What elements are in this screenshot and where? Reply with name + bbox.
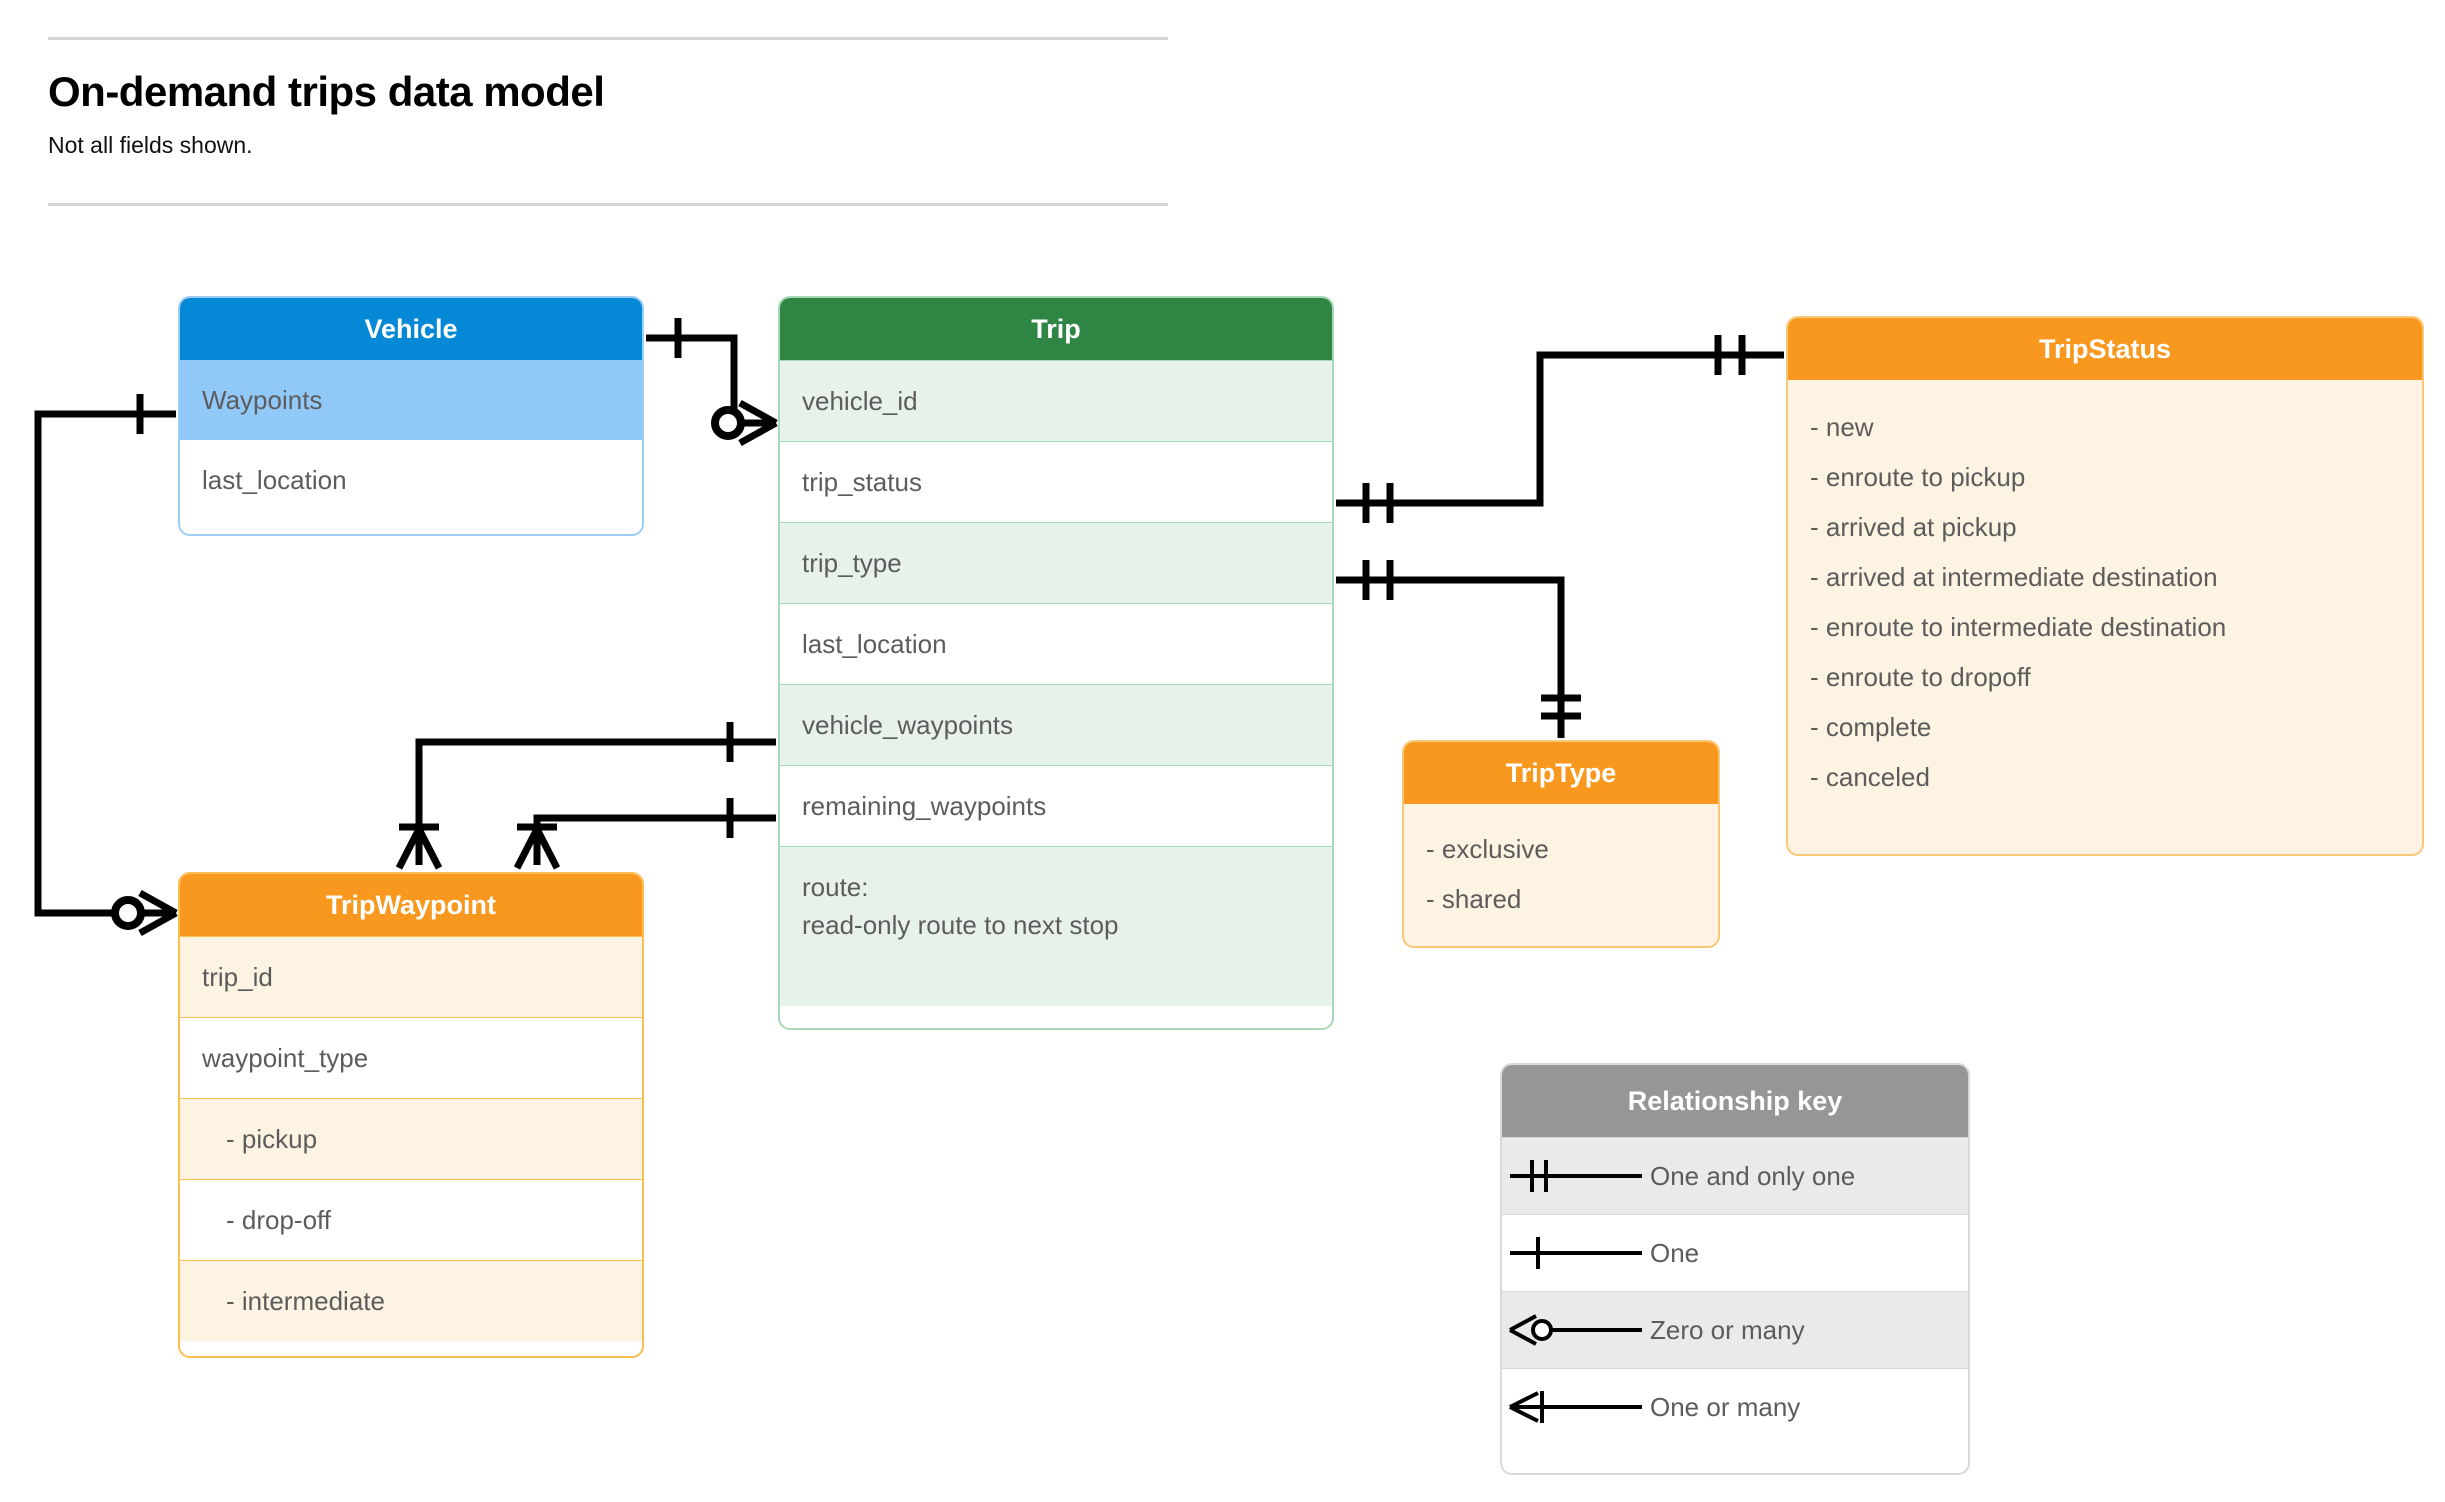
- wire-triptype: [1336, 576, 1565, 738]
- entity-tripwaypoint-row[interactable]: trip_id: [180, 936, 642, 1017]
- entity-tripwaypoint[interactable]: TripWaypoint trip_id waypoint_type - pic…: [178, 872, 644, 1358]
- entity-trip-body: vehicle_id trip_status trip_type last_lo…: [780, 360, 1332, 1006]
- entity-tripwaypoint-row[interactable]: waypoint_type: [180, 1017, 642, 1098]
- entity-tripwaypoint-title: TripWaypoint: [180, 874, 642, 936]
- entity-vehicle-row[interactable]: last_location: [180, 440, 642, 520]
- legend-title: Relationship key: [1502, 1065, 1968, 1137]
- entity-vehicle-body: Waypoints last_location: [180, 360, 642, 520]
- triptype-value: - exclusive: [1426, 833, 1549, 864]
- entity-triptype-title: TripType: [1404, 742, 1718, 804]
- tripstatus-value: - new: [1810, 412, 1874, 442]
- header-divider-bottom: [48, 203, 1168, 206]
- entity-trip-title: Trip: [780, 298, 1332, 360]
- entity-triptype-body: - exclusive - shared: [1404, 804, 1718, 924]
- wire-vehicle-waypoints: [415, 738, 776, 865]
- legend-item-one-and-only-one: One and only one: [1502, 1137, 1968, 1214]
- wire-vehicle-waypoints-to-tripwaypoint: [34, 410, 176, 917]
- wire-remaining-waypoints: [533, 814, 776, 865]
- entity-tripstatus-body: - new - enroute to pickup - arrived at p…: [1788, 380, 2422, 812]
- entity-trip-row-route[interactable]: route: read-only route to next stop: [780, 846, 1332, 1006]
- relationship-key-legend: Relationship key One and only one: [1500, 1063, 1970, 1475]
- header-divider-top: [48, 37, 1168, 40]
- tripstatus-value: - arrived at intermediate destination: [1810, 562, 2218, 592]
- entity-triptype[interactable]: TripType - exclusive - shared: [1402, 740, 1720, 948]
- entity-trip-route-description: read-only route to next stop: [802, 909, 1119, 940]
- entity-tripwaypoint-row[interactable]: - pickup: [180, 1098, 642, 1179]
- legend-item-label: One: [1650, 1237, 1700, 1268]
- one-or-many-icon: [1502, 1369, 1650, 1445]
- page-title: On-demand trips data model: [48, 68, 605, 115]
- tripstatus-value: - complete: [1810, 712, 1932, 742]
- legend-item-label: One and only one: [1650, 1160, 1856, 1191]
- entity-vehicle-title: Vehicle: [180, 298, 642, 360]
- wire-vehicle-to-trip: [646, 334, 776, 427]
- entity-tripstatus[interactable]: TripStatus - new - enroute to pickup - a…: [1786, 316, 2424, 856]
- entity-trip[interactable]: Trip vehicle_id trip_status trip_type la…: [778, 296, 1334, 1030]
- entity-trip-row[interactable]: trip_type: [780, 522, 1332, 603]
- entity-tripwaypoint-row[interactable]: - intermediate: [180, 1260, 642, 1341]
- triptype-value: - shared: [1426, 883, 1522, 914]
- wire-tripstatus: [1336, 351, 1784, 507]
- entity-tripwaypoint-body: trip_id waypoint_type - pickup - drop-of…: [180, 936, 642, 1341]
- zero-or-many-icon: [1502, 1292, 1650, 1368]
- tripstatus-value: - canceled: [1810, 762, 1930, 792]
- entity-trip-row[interactable]: last_location: [780, 603, 1332, 684]
- legend-item-zero-or-many: Zero or many: [1502, 1291, 1968, 1368]
- page-subtitle: Not all fields shown.: [48, 132, 253, 158]
- legend-item-one-or-many: One or many: [1502, 1368, 1968, 1445]
- one-and-only-one-icon: [1502, 1138, 1650, 1214]
- entity-trip-row[interactable]: remaining_waypoints: [780, 765, 1332, 846]
- tripstatus-value: - enroute to dropoff: [1810, 662, 2031, 692]
- entity-trip-row[interactable]: vehicle_waypoints: [780, 684, 1332, 765]
- tripstatus-value: - enroute to intermediate destination: [1810, 612, 2227, 642]
- entity-vehicle-row[interactable]: Waypoints: [180, 360, 642, 440]
- entity-trip-row[interactable]: vehicle_id: [780, 360, 1332, 441]
- entity-trip-route-label: route:: [802, 872, 869, 902]
- entity-tripwaypoint-row[interactable]: - drop-off: [180, 1179, 642, 1260]
- tripstatus-value: - arrived at pickup: [1810, 512, 2017, 542]
- tripstatus-value: - enroute to pickup: [1810, 462, 2026, 492]
- entity-vehicle[interactable]: Vehicle Waypoints last_location: [178, 296, 644, 536]
- legend-item-label: One or many: [1650, 1391, 1801, 1422]
- one-icon: [1502, 1215, 1650, 1291]
- legend-item-label: Zero or many: [1650, 1314, 1805, 1345]
- entity-trip-row[interactable]: trip_status: [780, 441, 1332, 522]
- legend-item-one: One: [1502, 1214, 1968, 1291]
- entity-tripstatus-title: TripStatus: [1788, 318, 2422, 380]
